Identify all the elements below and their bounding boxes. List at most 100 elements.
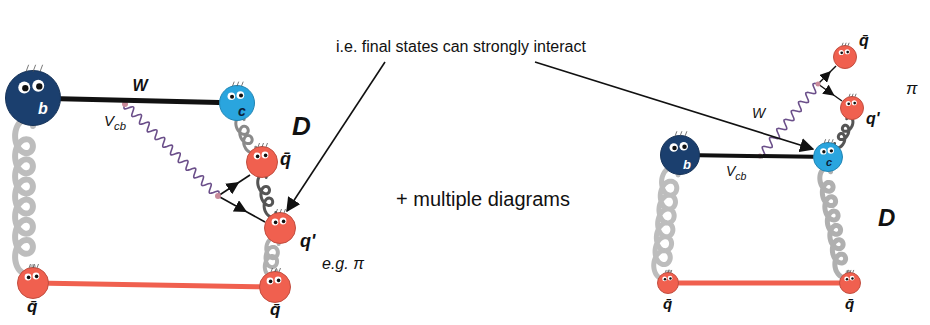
hair xyxy=(37,264,39,268)
hair xyxy=(847,270,848,273)
pupil xyxy=(282,220,286,224)
pupil xyxy=(672,146,677,151)
quark-line xyxy=(818,84,842,101)
particle-face xyxy=(264,212,296,244)
particle-body xyxy=(260,272,291,303)
eye xyxy=(852,100,857,105)
label-box: Vcb xyxy=(104,112,126,132)
hair xyxy=(33,65,36,72)
hair xyxy=(284,209,286,213)
gluon-spring xyxy=(258,175,276,217)
particle-body xyxy=(6,71,61,126)
pupil xyxy=(27,276,31,280)
eye xyxy=(680,142,689,151)
label-box: W xyxy=(752,104,765,122)
eye xyxy=(845,49,850,54)
hair xyxy=(685,131,687,136)
particle-ball: q̄ xyxy=(259,271,291,303)
particle-body xyxy=(265,213,296,244)
pupil xyxy=(840,51,843,54)
particle-face xyxy=(833,45,857,69)
eye xyxy=(262,152,269,159)
particle-ball: q' xyxy=(840,96,864,120)
particle-face xyxy=(17,267,49,299)
physics-label: e.g. π xyxy=(322,255,364,272)
particle-body xyxy=(661,136,700,175)
particle-body xyxy=(814,143,843,172)
particle-label: b xyxy=(683,157,691,172)
particle-label: q̄ xyxy=(270,300,280,319)
particle-face xyxy=(246,146,278,178)
particle-ball: b xyxy=(5,70,61,126)
gluon-spring xyxy=(834,117,853,148)
gluon-spring xyxy=(265,238,279,276)
hair xyxy=(242,82,244,87)
label-box: π xyxy=(906,80,917,99)
quark-line xyxy=(218,175,250,196)
eye xyxy=(267,278,274,285)
pupil xyxy=(274,221,278,225)
physics-label: D xyxy=(878,204,895,231)
pupil xyxy=(664,278,666,280)
pupil xyxy=(853,102,856,105)
pupil xyxy=(846,278,848,280)
particle-body xyxy=(18,268,49,299)
hair xyxy=(33,264,35,268)
particle-ball: b xyxy=(660,135,700,175)
hair xyxy=(680,131,682,136)
particle-label: c xyxy=(826,156,832,168)
particle-body xyxy=(840,273,861,294)
eye xyxy=(839,50,844,55)
pupil xyxy=(682,145,687,150)
particle-body xyxy=(841,97,864,120)
hair xyxy=(848,43,849,46)
hair xyxy=(26,65,29,72)
hair xyxy=(832,139,833,143)
edge-label: W xyxy=(132,77,147,94)
label-box: + multiple diagrams xyxy=(396,188,570,210)
particle-label: q' xyxy=(866,110,880,127)
vertex-dot xyxy=(215,193,221,199)
eye xyxy=(668,276,673,281)
particle-face xyxy=(839,272,861,294)
gluon-spring xyxy=(236,117,256,153)
hair xyxy=(262,143,264,147)
particle-label: q̄ xyxy=(280,149,291,169)
gluon-spring xyxy=(15,119,33,274)
hair xyxy=(40,65,43,72)
eye xyxy=(670,143,679,152)
particle-label: c xyxy=(238,103,246,119)
particle-ball: q̄ xyxy=(17,267,49,299)
particle-ball: q' xyxy=(264,212,296,244)
label-box: i.e. final states can strongly interact xyxy=(336,38,586,56)
label-box: D xyxy=(878,205,895,231)
quark-line xyxy=(218,196,265,222)
eye xyxy=(237,91,245,99)
pupil xyxy=(239,94,243,98)
physics-label: π xyxy=(906,79,917,98)
particle-label: q̄ xyxy=(663,295,672,312)
physics-label: Vcb xyxy=(104,112,126,129)
particle-face xyxy=(660,135,700,175)
pupil xyxy=(36,83,42,89)
eye xyxy=(820,148,826,154)
hair xyxy=(849,94,850,97)
particle-label: b xyxy=(38,100,48,117)
gluon-spring xyxy=(820,168,848,277)
annotation-text: + multiple diagrams xyxy=(396,188,570,210)
hair xyxy=(29,264,31,268)
pupil xyxy=(35,275,39,279)
particle-face xyxy=(657,272,679,294)
callout-arrow xyxy=(287,62,385,211)
pupil xyxy=(847,102,850,105)
physics-label: Vcb xyxy=(726,163,746,179)
eye xyxy=(662,277,667,282)
hair xyxy=(675,131,677,136)
particle-face xyxy=(259,271,291,303)
propagator-line xyxy=(679,281,839,286)
hair xyxy=(271,268,273,272)
particle-body xyxy=(834,46,857,69)
hair xyxy=(671,270,672,273)
particle-ball: c xyxy=(813,142,843,172)
hair xyxy=(668,270,669,273)
